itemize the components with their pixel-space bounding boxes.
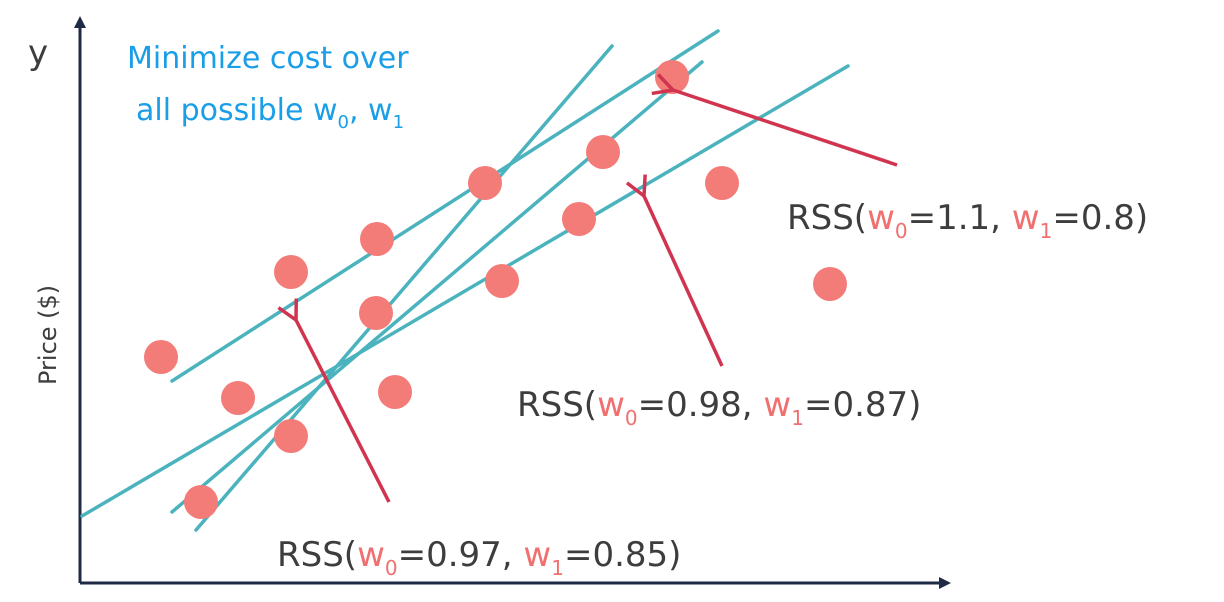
note-line-1: Minimize cost over: [127, 41, 409, 76]
data-point: [813, 267, 847, 301]
data-point: [562, 202, 596, 236]
data-point: [359, 296, 393, 330]
arrow-top: [673, 90, 898, 167]
data-point: [705, 166, 739, 200]
data-point: [485, 264, 519, 298]
fit-line-shallow-upper: [170, 29, 720, 383]
rss-label-middle: RSS(w0=0.98, w1=0.87): [517, 385, 921, 430]
data-point: [360, 222, 394, 256]
data-point: [468, 166, 502, 200]
y-axis-title: Price ($): [34, 285, 62, 385]
fit-line-shallow-lower: [80, 64, 850, 518]
data-points: [144, 60, 847, 519]
data-point: [144, 340, 178, 374]
arrow-bottom: [296, 320, 391, 503]
data-point: [655, 60, 689, 94]
data-point: [274, 419, 308, 453]
note-line-2: all possible w0, w1: [136, 93, 404, 133]
fit-lines: [80, 29, 850, 532]
data-point: [274, 255, 308, 289]
data-point: [184, 485, 218, 519]
y-axis-letter: y: [28, 33, 48, 73]
fit-line-medium: [170, 60, 704, 514]
fit-line-steep: [194, 44, 614, 532]
data-point: [586, 135, 620, 169]
data-point: [221, 381, 255, 415]
arrows: [296, 90, 898, 503]
arrow-middle: [644, 196, 724, 367]
rss-label-top: RSS(w0=1.1, w1=0.8): [787, 198, 1148, 243]
rss-label-bottom: RSS(w0=0.97, w1=0.85): [277, 535, 681, 580]
data-point: [378, 375, 412, 409]
